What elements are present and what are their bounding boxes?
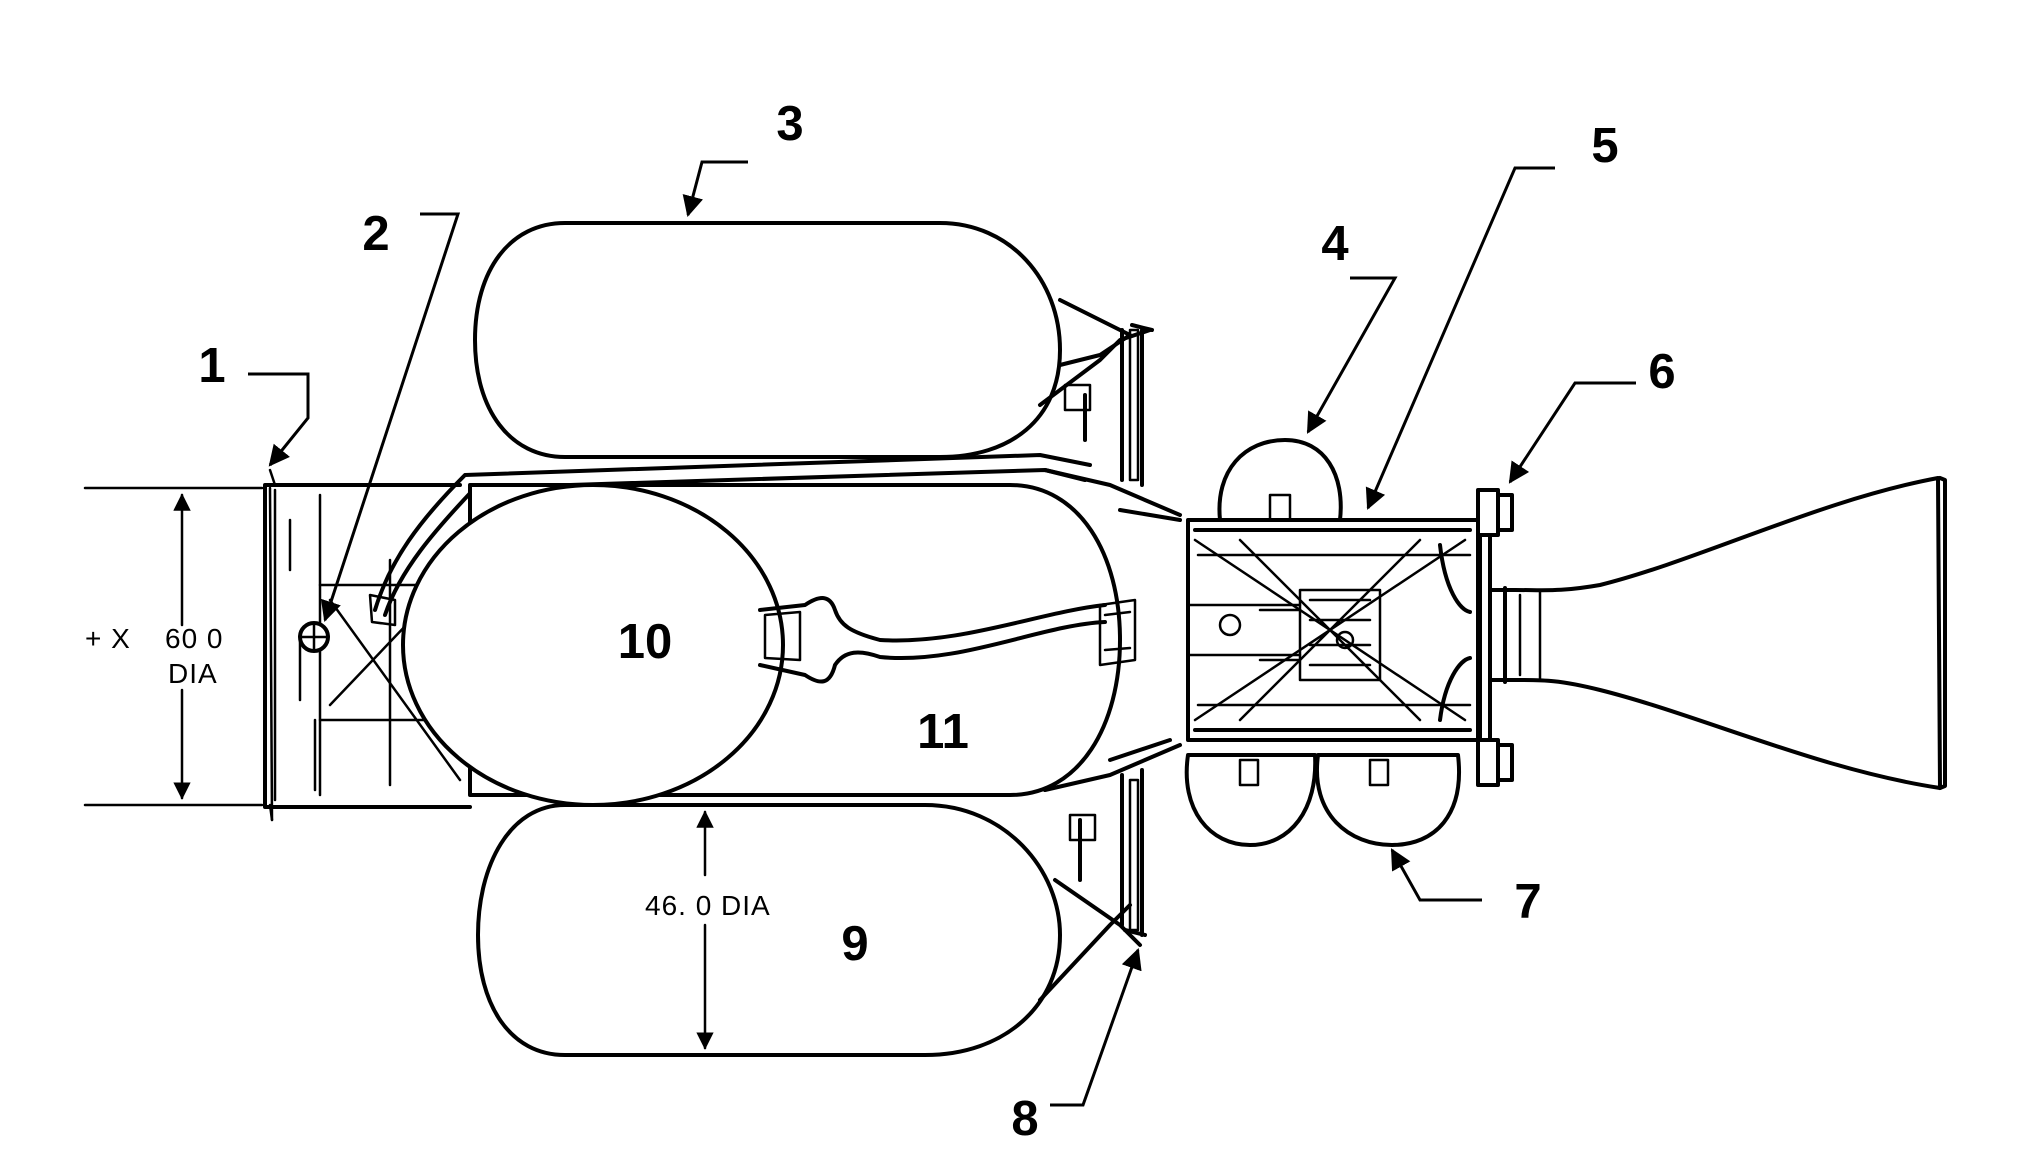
tank-3: [473, 221, 1062, 459]
engine-nozzle: [1438, 476, 1947, 790]
pressurant-sphere: [298, 621, 330, 653]
x-axis-label: + X: [85, 623, 131, 654]
callout-8: 8: [1011, 1092, 1038, 1146]
tank-10: [401, 483, 785, 807]
tank-diameter-label: 46. 0 DIA: [645, 890, 771, 921]
dimension-lines: [83, 486, 714, 1050]
callout-5: 5: [1591, 119, 1618, 173]
callout-3: 3: [776, 97, 803, 151]
callout-6: 6: [1648, 345, 1675, 399]
callout-11: 11: [917, 705, 969, 759]
callout-2: 2: [362, 207, 389, 261]
callout-9: 9: [841, 917, 868, 971]
outer-diameter-value: 60 0: [165, 623, 224, 654]
transfer-line: [758, 596, 1137, 684]
aft-bulkhead-frame: [1120, 323, 1154, 937]
helium-spheres: [1184, 438, 1461, 847]
callout-4: 4: [1321, 217, 1348, 271]
callout-10: 10: [618, 615, 673, 669]
tank-9: [476, 803, 1062, 1057]
callout-leaders: [248, 160, 1636, 1107]
engine-valves: [1218, 588, 1382, 682]
callout-7: 7: [1514, 875, 1541, 929]
callout-1: 1: [198, 339, 225, 393]
outer-diameter-unit: DIA: [168, 658, 218, 689]
tank-supports: [1038, 298, 1182, 1002]
gimbal-actuators: [1476, 488, 1514, 787]
engine-mount-truss: [1186, 503, 1492, 762]
